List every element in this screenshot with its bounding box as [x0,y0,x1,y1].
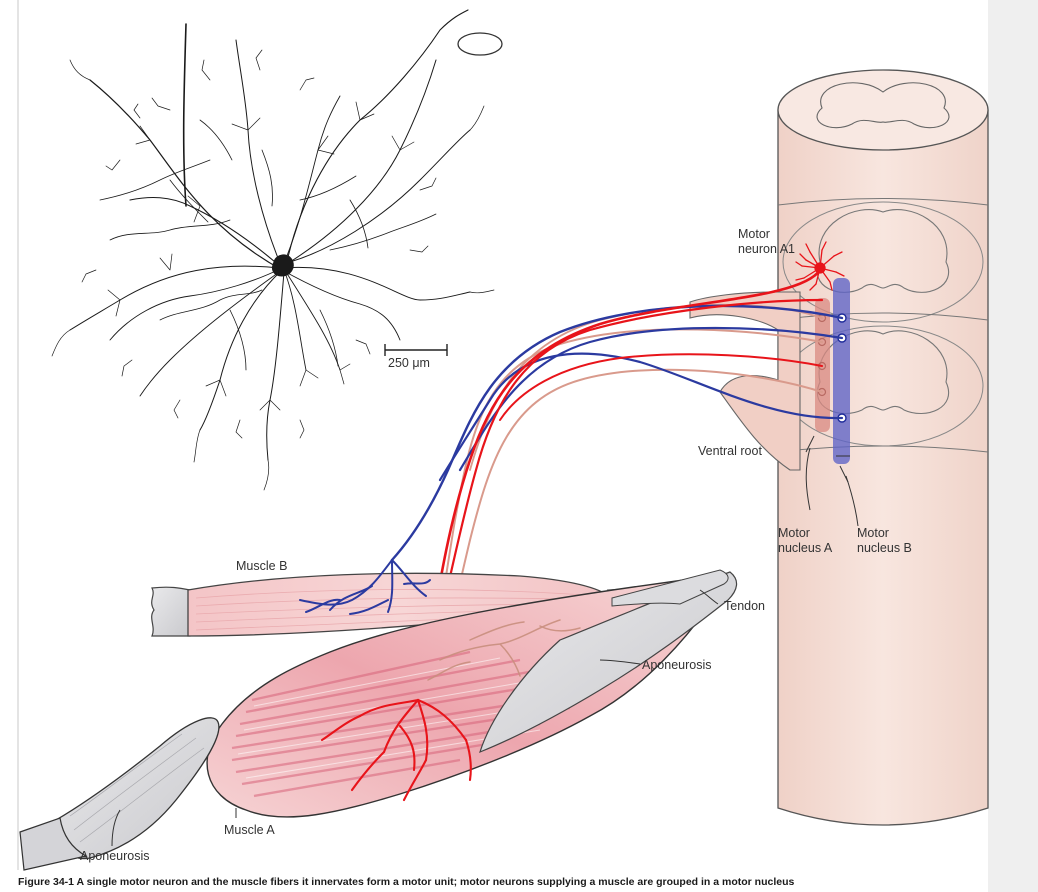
motor-neuron-label-line2: neuron A1 [738,242,795,256]
scale-bar-label: 250 μm [388,356,430,370]
muscle-a-label: Muscle A [224,823,275,837]
cord-body [778,91,988,825]
cord-top-section [778,70,988,150]
nucleus-b-label-line2: nucleus B [857,541,912,555]
motor-nucleus-b-column [833,278,850,464]
figure-caption: Figure 34-1 A single motor neuron and th… [18,873,1008,892]
side-panel [988,0,1038,892]
aponeurosis-right-label: Aponeurosis [642,658,712,672]
aponeurosis-bottom-label: Aponeurosis [80,849,150,863]
muscle-b-left-tendon [152,587,190,636]
muscle-b-label: Muscle B [236,559,287,573]
nucleus-a-label-line2: nucleus A [778,541,833,555]
motor-neuron-label-line1: Motor [738,227,770,241]
neuron-soma [272,255,293,276]
ventral-root-label: Ventral root [698,444,762,458]
tendon-label: Tendon [724,599,765,613]
nucleus-a-label-line1: Motor [778,526,810,540]
nucleus-b-label-line1: Motor [857,526,889,540]
